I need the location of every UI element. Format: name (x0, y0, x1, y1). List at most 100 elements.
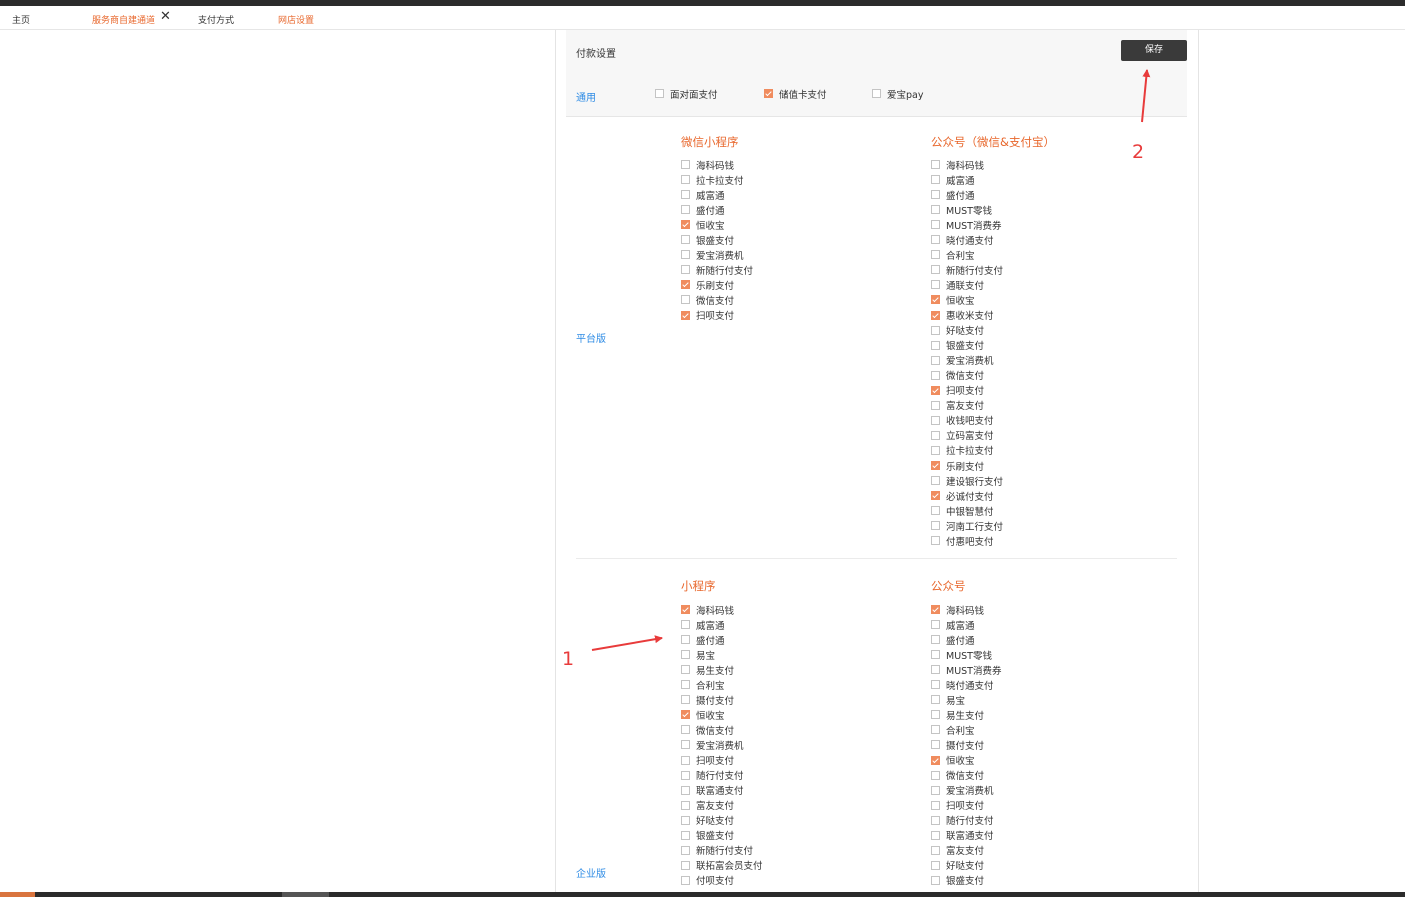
checkbox[interactable] (681, 175, 690, 185)
enterprise-payment-option[interactable]: 海科码钱 (931, 602, 984, 617)
platform-payment-option[interactable]: 新随行付支付 (681, 262, 753, 277)
checkbox[interactable] (681, 665, 690, 675)
checkbox[interactable] (931, 400, 940, 410)
checkbox[interactable] (931, 190, 940, 200)
tab-provider-channel[interactable]: 服务商自建通道 (92, 16, 156, 26)
checkbox[interactable] (931, 415, 940, 425)
platform-payment-option[interactable]: 必诚付支付 (931, 488, 994, 503)
checkbox-checked[interactable] (931, 755, 940, 765)
platform-payment-option[interactable]: 收钱吧支付 (931, 413, 994, 428)
platform-payment-option[interactable]: 盛付通 (681, 202, 725, 217)
checkbox[interactable] (681, 650, 690, 660)
enterprise-payment-option[interactable]: MUST消费券 (931, 662, 1001, 677)
platform-payment-option[interactable]: 微信支付 (681, 292, 734, 307)
platform-payment-option[interactable]: 微信支付 (931, 368, 984, 383)
platform-payment-option[interactable]: 晓付通支付 (931, 232, 994, 247)
checkbox[interactable] (931, 665, 940, 675)
enterprise-payment-option[interactable]: 扫呗支付 (681, 753, 734, 768)
enterprise-payment-option[interactable]: 富友支付 (931, 843, 984, 858)
checkbox[interactable] (931, 650, 940, 660)
platform-payment-option[interactable]: 乐刷支付 (681, 277, 734, 292)
checkbox[interactable] (931, 445, 940, 455)
checkbox[interactable] (681, 755, 690, 765)
platform-payment-option[interactable]: 好哒支付 (931, 323, 984, 338)
checkbox[interactable] (931, 506, 940, 516)
enterprise-payment-option[interactable]: 微信支付 (931, 768, 984, 783)
platform-payment-option[interactable]: 惠收米支付 (931, 308, 994, 323)
checkbox-checked[interactable] (764, 89, 773, 98)
checkbox-checked[interactable] (931, 385, 940, 395)
enterprise-payment-option[interactable]: 富友支付 (681, 798, 734, 813)
enterprise-payment-option[interactable]: 威富通 (681, 617, 725, 632)
enterprise-payment-option[interactable]: 合利宝 (931, 722, 975, 737)
platform-payment-option[interactable]: 乐刷支付 (931, 458, 984, 473)
enterprise-payment-option[interactable]: 随行付支付 (931, 813, 994, 828)
platform-payment-option[interactable]: 威富通 (931, 172, 975, 187)
checkbox[interactable] (931, 175, 940, 185)
checkbox[interactable] (931, 770, 940, 780)
checkbox-checked[interactable] (931, 605, 940, 614)
checkbox[interactable] (931, 280, 940, 290)
checkbox-checked[interactable] (681, 710, 690, 720)
checkbox[interactable] (931, 536, 940, 546)
platform-payment-option[interactable]: 恒收宝 (681, 217, 725, 232)
checkbox[interactable] (931, 220, 940, 230)
platform-payment-option[interactable]: 海科码钱 (681, 157, 734, 172)
checkbox[interactable] (931, 830, 940, 840)
enterprise-payment-option[interactable]: 晓付通支付 (931, 677, 994, 692)
checkbox[interactable] (681, 800, 690, 810)
checkbox[interactable] (681, 875, 690, 885)
general-option[interactable]: 储值卡支付 (764, 86, 827, 101)
enterprise-payment-option[interactable]: 新随行付支付 (681, 843, 753, 858)
tab-payment-methods[interactable]: 支付方式 (198, 16, 235, 26)
tab-home[interactable]: 主页 (12, 16, 31, 26)
enterprise-payment-option[interactable]: 威富通 (931, 617, 975, 632)
enterprise-payment-option[interactable]: 好哒支付 (931, 858, 984, 873)
checkbox[interactable] (931, 860, 940, 870)
platform-payment-option[interactable]: MUST消费券 (931, 217, 1001, 232)
checkbox[interactable] (931, 815, 940, 825)
checkbox[interactable] (681, 785, 690, 795)
checkbox[interactable] (931, 340, 940, 350)
enterprise-payment-option[interactable]: 易宝 (681, 647, 715, 662)
save-button[interactable]: 保存 (1121, 40, 1187, 61)
checkbox-checked[interactable] (681, 280, 690, 290)
platform-payment-option[interactable]: 合利宝 (931, 247, 975, 262)
checkbox[interactable] (931, 250, 940, 260)
checkbox[interactable] (681, 205, 690, 215)
platform-payment-option[interactable]: 通联支付 (931, 277, 984, 292)
enterprise-payment-option[interactable]: 好哒支付 (681, 813, 734, 828)
platform-payment-option[interactable]: 银盛支付 (931, 338, 984, 353)
enterprise-payment-option[interactable]: 摄付支付 (681, 692, 734, 707)
checkbox[interactable] (681, 725, 690, 735)
enterprise-payment-option[interactable]: 银盛支付 (931, 873, 984, 888)
checkbox[interactable] (931, 635, 940, 645)
checkbox[interactable] (655, 89, 664, 98)
platform-payment-option[interactable]: 爱宝消费机 (681, 247, 744, 262)
platform-payment-option[interactable]: 中银智慧付 (931, 503, 994, 518)
enterprise-payment-option[interactable]: 盛付通 (931, 632, 975, 647)
platform-payment-option[interactable]: 威富通 (681, 187, 725, 202)
checkbox[interactable] (931, 430, 940, 440)
checkbox[interactable] (931, 725, 940, 735)
general-option[interactable]: 爱宝pay (872, 86, 923, 101)
checkbox[interactable] (681, 815, 690, 825)
checkbox-checked[interactable] (931, 310, 940, 320)
checkbox[interactable] (931, 680, 940, 690)
checkbox[interactable] (681, 845, 690, 855)
checkbox[interactable] (931, 785, 940, 795)
general-option[interactable]: 面对面支付 (655, 86, 718, 101)
checkbox[interactable] (931, 235, 940, 245)
checkbox[interactable] (931, 265, 940, 275)
enterprise-payment-option[interactable]: 合利宝 (681, 677, 725, 692)
checkbox[interactable] (931, 710, 940, 720)
checkbox[interactable] (681, 740, 690, 750)
checkbox[interactable] (681, 620, 690, 630)
enterprise-payment-option[interactable]: 易生支付 (681, 662, 734, 677)
platform-payment-option[interactable]: MUST零钱 (931, 202, 992, 217)
enterprise-payment-option[interactable]: MUST零钱 (931, 647, 992, 662)
checkbox[interactable] (681, 265, 690, 275)
platform-payment-option[interactable]: 立码富支付 (931, 428, 994, 443)
checkbox[interactable] (681, 235, 690, 245)
enterprise-payment-option[interactable]: 随行付支付 (681, 768, 744, 783)
